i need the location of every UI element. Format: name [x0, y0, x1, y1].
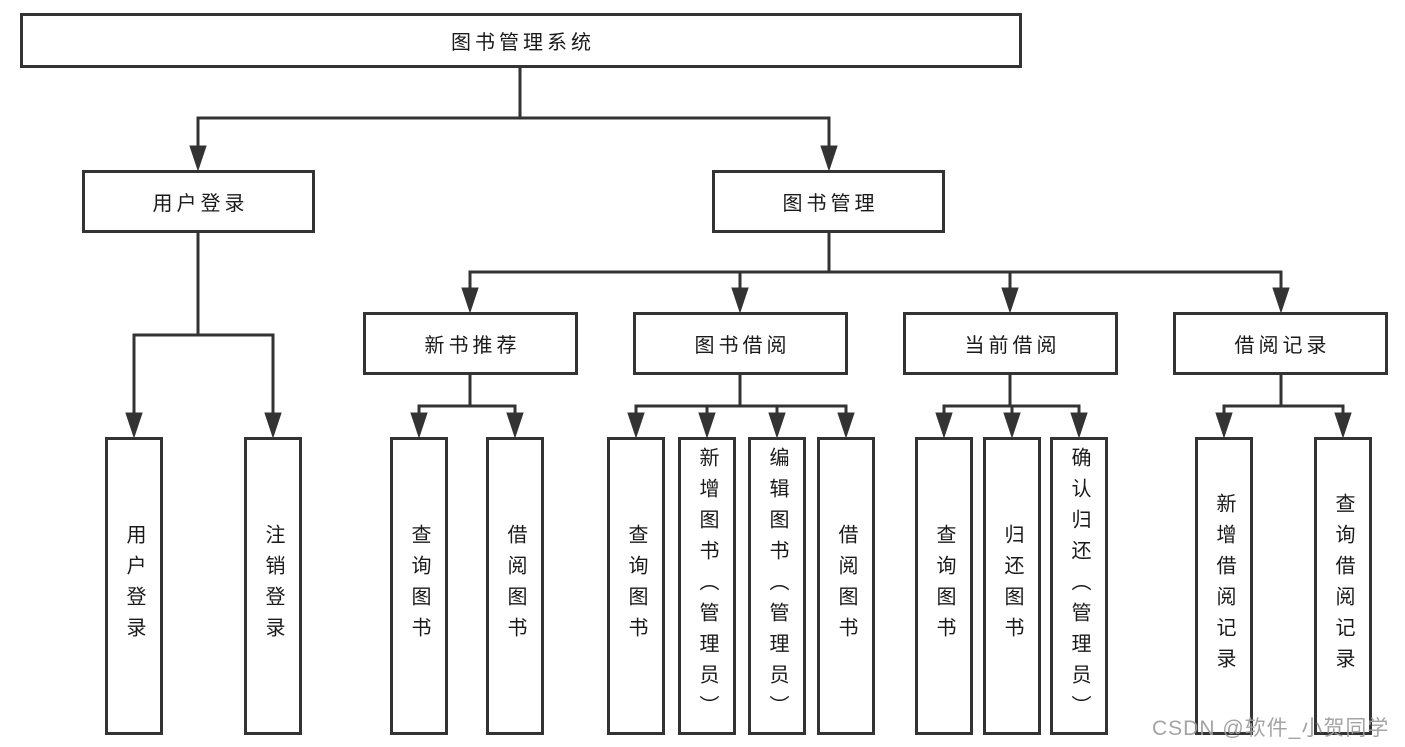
leaf-query-books-2: 查询图书	[607, 437, 665, 735]
leaf-query-books-3: 查询图书	[915, 437, 973, 735]
arrowhead-add-book	[698, 412, 716, 439]
leaf-query-books-1: 查询图书	[390, 437, 448, 735]
leaf-return-book-label: 归还图书	[1001, 524, 1023, 648]
node-library-system-label: 图书管理系统	[451, 32, 595, 54]
arrowhead-confirm-return	[1070, 412, 1088, 439]
leaf-edit-book-admin: 编辑图书（管理员）	[748, 437, 806, 735]
leaf-logout-label: 注销登录	[262, 524, 284, 648]
leaf-query-borrow-record: 查询借阅记录	[1314, 437, 1372, 735]
leaf-add-borrow-record-label: 新增借阅记录	[1213, 493, 1235, 679]
node-current-borrowing: 当前借阅	[903, 312, 1118, 375]
node-user-login: 用户登录	[82, 170, 315, 233]
node-borrow-records: 借阅记录	[1173, 312, 1388, 375]
leaf-borrow-books-1-label: 借阅图书	[504, 524, 526, 648]
arrowhead-book-borrowing	[731, 287, 749, 314]
leaf-user-login: 用户登录	[105, 437, 163, 735]
arrowhead-return-book	[1003, 412, 1021, 439]
arrowhead-add-record	[1215, 412, 1233, 439]
arrowhead-leaf-user-login	[125, 412, 143, 439]
arrowhead-borrow-records	[1272, 287, 1290, 314]
node-book-management: 图书管理	[712, 170, 945, 233]
leaf-add-book-admin: 新增图书（管理员）	[678, 437, 736, 735]
leaf-query-books-2-label: 查询图书	[625, 524, 647, 648]
leaf-query-books-1-label: 查询图书	[408, 524, 430, 648]
node-new-book-recommend: 新书推荐	[363, 312, 578, 375]
leaf-query-borrow-record-label: 查询借阅记录	[1332, 493, 1354, 679]
leaf-return-book: 归还图书	[983, 437, 1041, 735]
node-new-book-recommend-label: 新书推荐	[424, 335, 521, 357]
arrowhead-current-borrowing	[1001, 287, 1019, 314]
arrowhead-new-book	[461, 287, 479, 314]
leaf-borrow-books-2-label: 借阅图书	[835, 524, 857, 648]
leaf-confirm-return-admin: 确认归还（管理员）	[1050, 437, 1108, 735]
leaf-borrow-books-1: 借阅图书	[486, 437, 544, 735]
arrowhead-borrow-books-2	[837, 412, 855, 439]
arrowhead-edit-book	[768, 412, 786, 439]
node-book-borrowing: 图书借阅	[633, 312, 848, 375]
leaf-user-login-label: 用户登录	[123, 524, 145, 648]
leaf-edit-book-admin-label: 编辑图书（管理员）	[766, 446, 788, 726]
arrowhead-query-books-2	[627, 412, 645, 439]
node-book-borrowing-label: 图书借阅	[694, 335, 791, 357]
leaf-borrow-books-2: 借阅图书	[817, 437, 875, 735]
arrowhead-borrow-books-1	[506, 412, 524, 439]
arrowhead-query-books-3	[935, 412, 953, 439]
node-current-borrowing-label: 当前借阅	[964, 335, 1061, 357]
arrowhead-leaf-logout	[264, 412, 282, 439]
node-user-login-label: 用户登录	[152, 193, 249, 215]
leaf-confirm-return-admin-label: 确认归还（管理员）	[1068, 446, 1090, 726]
leaf-add-borrow-record: 新增借阅记录	[1195, 437, 1253, 735]
node-borrow-records-label: 借阅记录	[1234, 335, 1331, 357]
arrowhead-query-record	[1334, 412, 1352, 439]
node-book-management-label: 图书管理	[782, 193, 879, 215]
arrowhead-query-books-1	[410, 412, 428, 439]
node-library-system: 图书管理系统	[20, 13, 1022, 68]
leaf-query-books-3-label: 查询图书	[933, 524, 955, 648]
arrowhead-user-login	[189, 145, 207, 172]
leaf-logout: 注销登录	[244, 437, 302, 735]
leaf-add-book-admin-label: 新增图书（管理员）	[696, 446, 718, 726]
arrowhead-book-management	[820, 145, 838, 172]
csdn-watermark: CSDN @软件_小贺同学	[1152, 717, 1390, 740]
